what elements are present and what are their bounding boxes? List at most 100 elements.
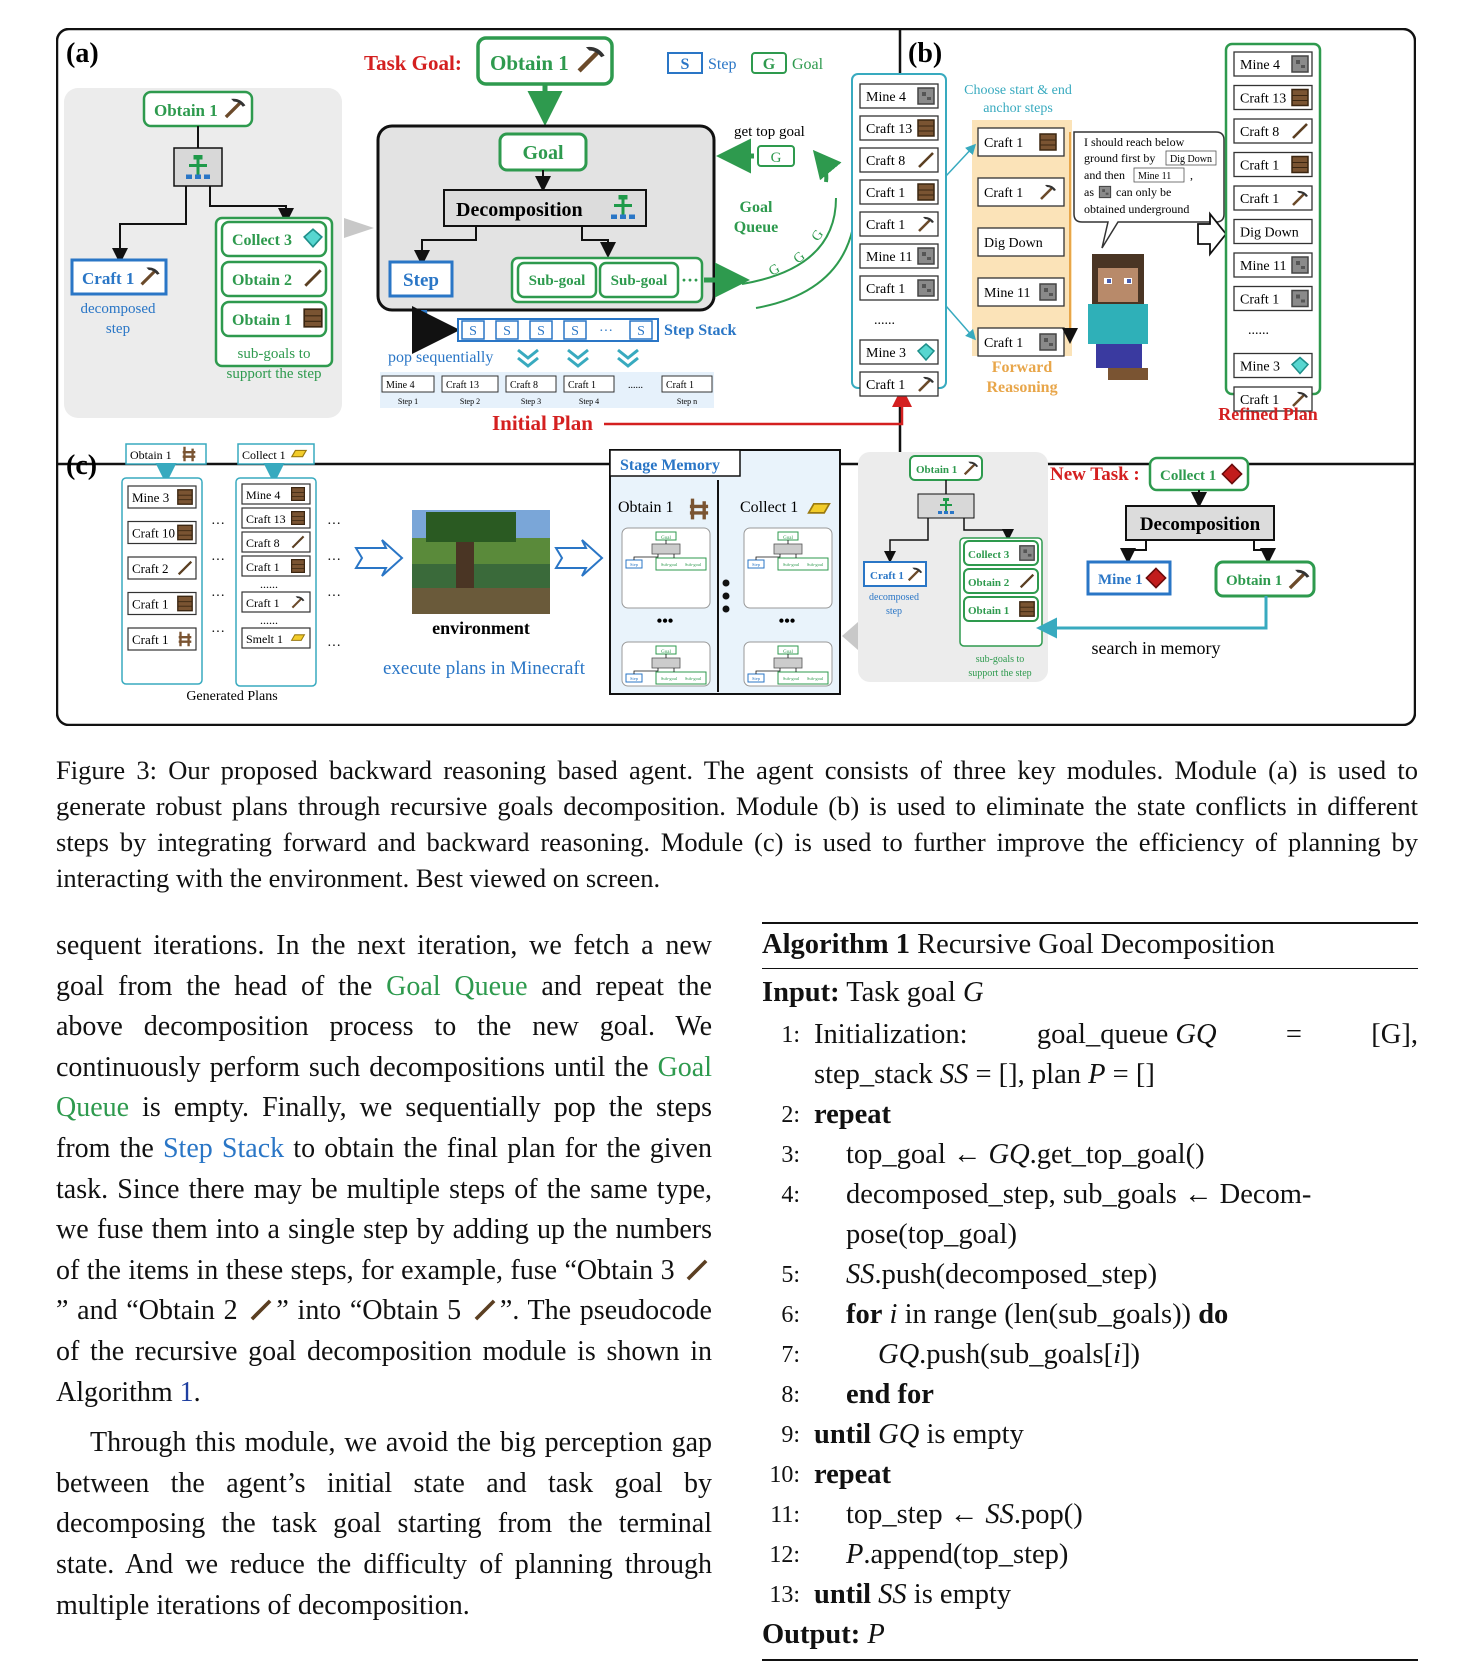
svg-text:Reasoning: Reasoning <box>986 379 1057 396</box>
svg-text:Choose start & end: Choose start & end <box>964 83 1072 98</box>
svg-text:obtained underground: obtained underground <box>1084 202 1189 216</box>
svg-text:Craft 1: Craft 1 <box>666 380 694 391</box>
svg-text:Craft 1: Craft 1 <box>866 378 905 393</box>
svg-text:Obtain 1: Obtain 1 <box>154 101 218 120</box>
svg-text:Collect 1: Collect 1 <box>242 448 286 462</box>
svg-text:Step: Step <box>630 676 639 681</box>
algorithm-reference-link[interactable]: 1 <box>179 1376 194 1408</box>
figure-3-diagram: (a) Obtain 1 Craft 1 decomposed step Col… <box>56 28 1416 726</box>
figure-caption: Figure 3: Our proposed backward reasonin… <box>56 755 1418 893</box>
svg-text:Mine 4: Mine 4 <box>386 380 415 391</box>
svg-text:Craft 1: Craft 1 <box>568 380 596 391</box>
svg-text:Decomposition: Decomposition <box>1140 514 1261 535</box>
svg-text:Craft 1: Craft 1 <box>1240 393 1279 408</box>
svg-text:Craft 10: Craft 10 <box>132 526 175 541</box>
svg-text:Obtain 2: Obtain 2 <box>968 577 1010 589</box>
svg-text:Collect 1: Collect 1 <box>1160 468 1216 484</box>
svg-text:anchor steps: anchor steps <box>983 101 1053 116</box>
svg-text:Craft 1: Craft 1 <box>866 282 905 297</box>
svg-text:Step 4: Step 4 <box>579 397 599 406</box>
svg-text:Craft 1: Craft 1 <box>132 597 168 612</box>
svg-text:Goal: Goal <box>783 536 793 541</box>
svg-text:step: step <box>886 606 902 617</box>
list-item: ...... <box>260 577 278 591</box>
svg-text:Mine 1: Mine 1 <box>1098 572 1143 588</box>
algorithm-title: Recursive Goal Decomposition <box>910 929 1275 960</box>
svg-text:step: step <box>106 321 130 337</box>
panel-b-label: (b) <box>908 38 942 69</box>
svg-text:Sub-goal: Sub-goal <box>807 676 824 681</box>
list-item <box>1233 386 1313 412</box>
panel-a-label: (a) <box>66 38 99 69</box>
svg-text:Obtain 1: Obtain 1 <box>1226 573 1282 589</box>
svg-text:Sub-goal: Sub-goal <box>807 562 824 567</box>
list-item <box>1233 218 1313 245</box>
svg-text:Stage Memory: Stage Memory <box>620 457 720 474</box>
svg-text:Step n: Step n <box>677 397 697 406</box>
list-item <box>977 227 1065 257</box>
svg-text:···: ··· <box>681 270 699 290</box>
svg-text:···: ··· <box>599 324 613 339</box>
svg-text:···: ··· <box>211 625 225 640</box>
svg-text:Obtain 2: Obtain 2 <box>232 272 292 289</box>
svg-text:G: G <box>771 150 782 166</box>
svg-text:···: ··· <box>327 517 341 532</box>
svg-text:execute plans in Minecraft: execute plans in Minecraft <box>383 658 586 679</box>
svg-text:Dig Down: Dig Down <box>1240 226 1299 241</box>
svg-text:Mine 11: Mine 11 <box>866 250 913 265</box>
svg-text:Mine 4: Mine 4 <box>1240 58 1280 73</box>
svg-text:Sub-goal: Sub-goal <box>661 562 678 567</box>
svg-text:Step: Step <box>708 56 736 73</box>
svg-text:support the step: support the step <box>227 366 322 382</box>
svg-text:Collect 3: Collect 3 <box>232 232 292 249</box>
svg-text:Step 3: Step 3 <box>521 397 541 406</box>
svg-text:Craft 2: Craft 2 <box>132 561 168 576</box>
svg-text:Queue: Queue <box>734 219 778 236</box>
svg-text:Step: Step <box>752 562 761 567</box>
svg-text:Goal: Goal <box>783 650 793 655</box>
svg-text:I should reach below: I should reach below <box>1084 135 1185 149</box>
svg-text:get top goal: get top goal <box>734 124 805 140</box>
svg-text:Step 2: Step 2 <box>460 397 480 406</box>
svg-text:···: ··· <box>211 517 225 532</box>
svg-text:Craft 1: Craft 1 <box>866 218 905 233</box>
svg-text:Sub-goal: Sub-goal <box>685 676 702 681</box>
svg-text:Mine 3: Mine 3 <box>1240 360 1280 375</box>
svg-text:Craft 1: Craft 1 <box>870 570 904 582</box>
panel-c-label: (c) <box>66 450 97 481</box>
svg-text:Mine 4: Mine 4 <box>866 90 906 105</box>
svg-text:Obtain 1: Obtain 1 <box>968 605 1009 617</box>
step-stack-term: Step Stack <box>162 1132 285 1164</box>
svg-text:Craft 1: Craft 1 <box>984 136 1023 151</box>
paragraph-2: Through this module, we avoid the big pe… <box>56 1427 712 1621</box>
stick-icon <box>474 1299 496 1321</box>
svg-text:Dig Down: Dig Down <box>984 236 1043 251</box>
svg-text:Goal: Goal <box>740 199 773 216</box>
svg-text:Craft 1: Craft 1 <box>984 186 1023 201</box>
list-item <box>127 627 197 651</box>
svg-text:Goal: Goal <box>661 650 671 655</box>
svg-text:···: ··· <box>327 639 341 654</box>
svg-text:Craft 1: Craft 1 <box>246 560 280 574</box>
svg-text:Mine 3: Mine 3 <box>132 490 169 505</box>
svg-text:···: ··· <box>211 589 225 604</box>
svg-text:···: ··· <box>211 553 225 568</box>
svg-text:Craft 1: Craft 1 <box>1240 159 1279 174</box>
svg-text:G: G <box>763 56 776 73</box>
svg-text:Craft 1: Craft 1 <box>246 596 280 610</box>
svg-text:S: S <box>469 324 477 339</box>
svg-text:Forward: Forward <box>992 359 1053 376</box>
svg-text:Sub-goal: Sub-goal <box>783 562 800 567</box>
svg-text:Craft 8: Craft 8 <box>1240 125 1279 140</box>
list-item <box>241 627 311 649</box>
svg-text:Craft 1: Craft 1 <box>1240 192 1279 207</box>
svg-text:Mine 11: Mine 11 <box>1240 259 1287 274</box>
svg-text:decomposed: decomposed <box>869 592 919 603</box>
svg-text:S: S <box>503 324 511 339</box>
goal-queue-term: Goal Queue <box>56 1051 712 1124</box>
algorithm-1-box: Algorithm 1 Recursive Goal Decomposition… <box>762 922 1418 1661</box>
